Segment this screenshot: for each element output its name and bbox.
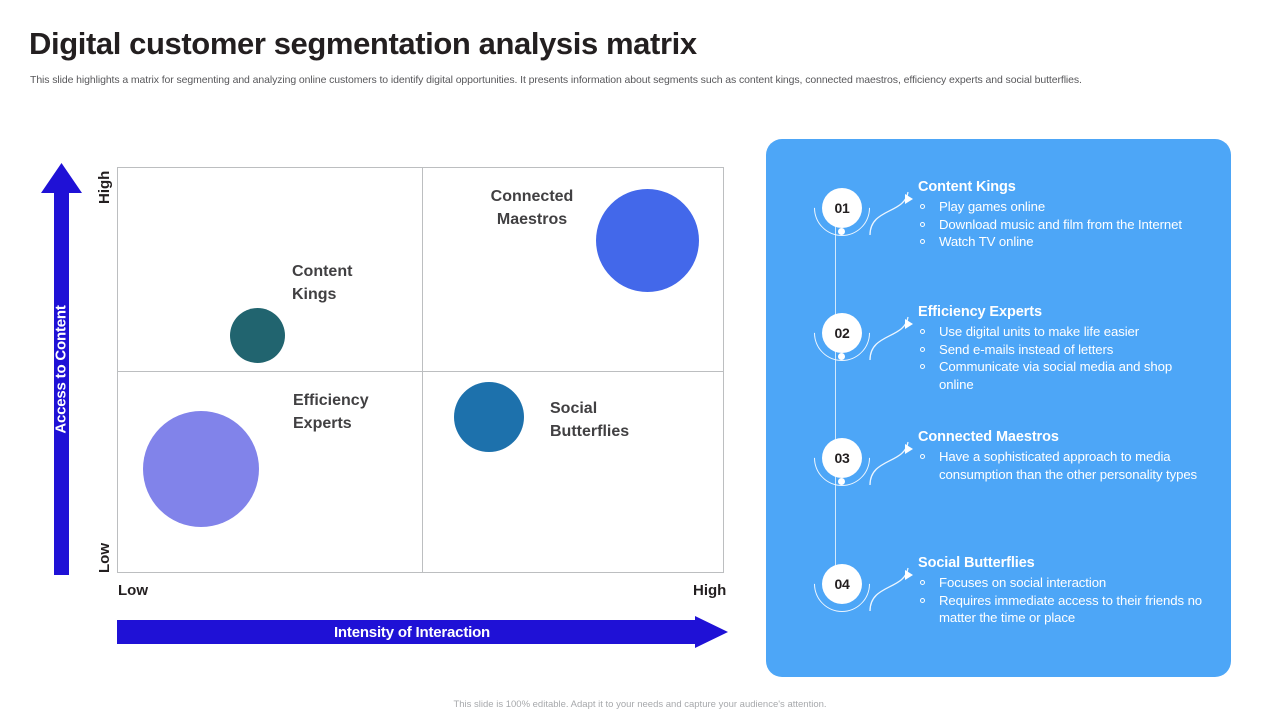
step-badge-04: 04 [802,544,882,624]
quadrant-label-efficiency-experts: Efficiency Experts [293,392,369,432]
list-item: Requires immediate access to their frien… [918,592,1239,627]
step-arrow-icon-02 [905,319,913,329]
bubble-content-kings [230,308,285,363]
timeline-connector-line [835,216,836,582]
x-axis-arrow-icon [117,616,728,648]
quadrant-label-social-butterflies: Social Butterflies [550,400,630,440]
step-list-04: Focuses on social interaction Requires i… [918,574,1228,627]
step-list-01: Play games online Download music and fil… [918,198,1228,251]
segments-detail-panel: 01 Content Kings Play games online Downl… [766,139,1231,677]
y-tick-low: Low [96,543,113,573]
page-subtitle: This slide highlights a matrix for segme… [30,74,1082,86]
step-number-04: 04 [822,564,862,604]
list-item: Watch TV online [918,233,1228,251]
badge-dot-icon [838,478,845,485]
y-axis-arrow-icon [41,163,82,575]
step-number-01: 01 [822,188,862,228]
step-heading-01: Content Kings [918,179,1016,195]
grid-vertical-divider [422,168,423,572]
footer-note: This slide is 100% editable. Adapt it to… [453,699,827,710]
step-arrow-icon-04 [905,570,913,580]
bubble-social-butterflies [454,382,524,452]
list-item: Have a sophisticated approach to media c… [918,448,1236,483]
badge-connector-curve-01 [869,191,909,236]
step-content-03: Connected Maestros Have a sophisticated … [918,428,1228,483]
step-arrow-icon-01 [905,194,913,204]
step-content-02: Efficiency Experts Use digital units to … [918,303,1228,393]
matrix-grid: Content Kings Connected Maestros Efficie… [117,167,724,573]
segmentation-matrix: Access to Content High Low Content Kings… [41,163,728,648]
step-heading-03: Connected Maestros [918,429,1059,445]
badge-connector-curve-02 [869,316,909,361]
list-item: Communicate via social media and shop on… [918,358,1184,393]
badge-connector-curve-03 [869,441,909,486]
list-item: Download music and film from the Interne… [918,216,1228,234]
step-number-03: 03 [822,438,862,478]
bubble-connected-maestros [596,189,699,292]
badge-connector-curve-04 [869,567,909,612]
quadrant-label-content-kings: Content Kings [292,263,353,303]
step-badge-01: 01 [802,168,882,248]
step-number-02: 02 [822,313,862,353]
step-heading-04: Social Butterflies [918,555,1035,571]
page-title: Digital customer segmentation analysis m… [29,26,697,61]
grid-horizontal-divider [118,371,723,372]
badge-dot-icon [838,228,845,235]
step-arrow-icon-03 [905,444,913,454]
x-tick-low: Low [118,582,148,599]
list-item: Focuses on social interaction [918,574,1228,592]
badge-dot-icon [838,353,845,360]
list-item: Send e-mails instead of letters [918,341,1228,359]
y-tick-high: High [96,170,113,204]
x-tick-high: High [693,582,727,599]
step-content-01: Content Kings Play games online Download… [918,178,1228,251]
quadrant-label-connected-maestros: Connected Maestros [490,188,574,228]
step-badge-02: 02 [802,293,882,373]
step-list-02: Use digital units to make life easier Se… [918,323,1228,393]
step-content-04: Social Butterflies Focuses on social int… [918,554,1228,627]
list-item: Use digital units to make life easier [918,323,1228,341]
step-list-03: Have a sophisticated approach to media c… [918,448,1228,483]
step-badge-03: 03 [802,418,882,498]
bubble-efficiency-experts [143,411,259,527]
step-heading-02: Efficiency Experts [918,304,1042,320]
list-item: Play games online [918,198,1228,216]
